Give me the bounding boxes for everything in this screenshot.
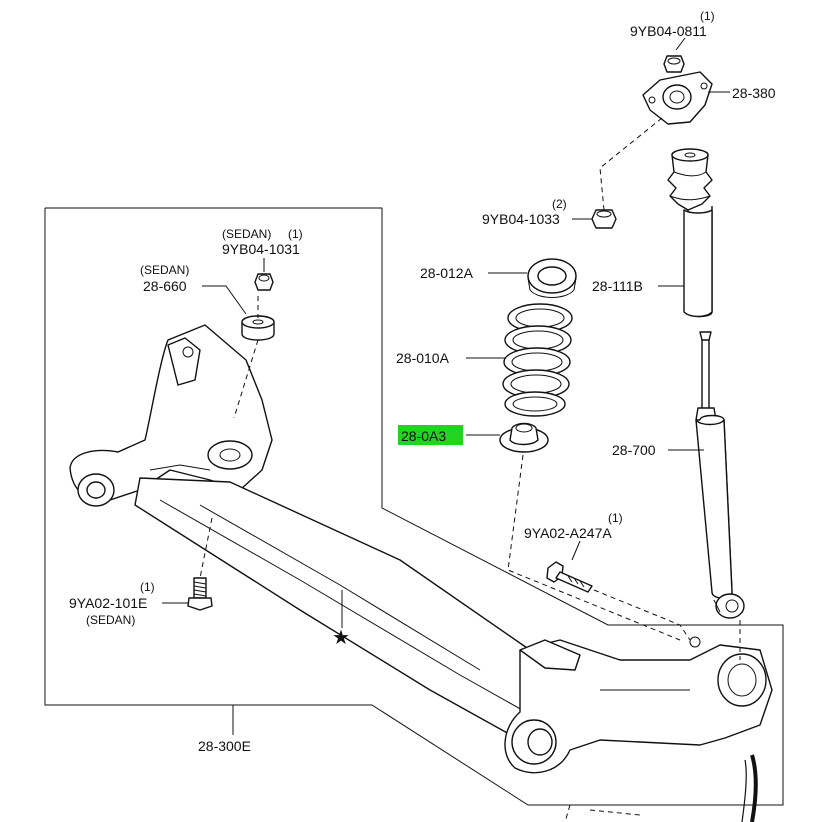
callout-note: (SEDAN) — [222, 227, 271, 241]
coil-spring[interactable] — [502, 303, 573, 417]
callout-qty: (1) — [700, 9, 715, 23]
callout-axle[interactable]: 28-300E — [198, 738, 251, 754]
callout-qty: (1) — [288, 227, 303, 241]
callout-lower-seat[interactable]: 28-0A3 — [401, 428, 446, 444]
callout-qty: (1) — [608, 511, 623, 525]
alignment-line — [233, 339, 259, 419]
alignment-line — [199, 517, 213, 579]
callout-qty: (2) — [552, 197, 567, 211]
lower-nut[interactable] — [591, 209, 617, 229]
callout-dust-boot[interactable]: 28-111B — [592, 278, 643, 294]
callout-sedan-bolt[interactable]: 9YA02-101E — [69, 595, 147, 611]
callout-note: (SEDAN) — [140, 263, 189, 277]
sedan-nut[interactable] — [254, 273, 274, 291]
callout-note: (SEDAN) — [86, 613, 135, 627]
callout-sedan-nut[interactable]: 9YB04-1031 — [222, 241, 300, 257]
sedan-bolt[interactable] — [187, 577, 213, 611]
callout-lower-nut[interactable]: 9YB04-1033 — [482, 211, 560, 227]
callout-bump-stopper[interactable]: 28-660 — [143, 278, 187, 294]
leader-line — [675, 37, 686, 51]
leader-line — [571, 540, 581, 561]
leader-line — [202, 285, 247, 315]
upper-mount[interactable] — [642, 71, 713, 125]
callout-qty: (1) — [140, 580, 155, 594]
callout-upper-seat[interactable]: 28-012A — [420, 265, 474, 281]
axle-assembly-frame — [44, 207, 784, 806]
upper-spring-seat[interactable] — [527, 258, 577, 298]
dust-boot[interactable] — [667, 148, 713, 318]
alignment-line — [599, 117, 663, 211]
alignment-line — [593, 589, 691, 641]
callout-top-mount-nut[interactable]: 9YB04-0811 — [630, 23, 707, 39]
callout-upper-mount[interactable]: 28-380 — [732, 85, 776, 101]
callout-coil-spring[interactable]: 28-010A — [396, 350, 450, 366]
bump-stopper[interactable] — [241, 315, 275, 341]
shock-absorber[interactable] — [695, 331, 745, 619]
top-mount-nut[interactable] — [663, 55, 685, 73]
star-icon: ★ — [332, 627, 350, 649]
lower-spring-seat[interactable] — [499, 422, 549, 453]
selected-part-highlight — [398, 425, 463, 445]
callout-bolt[interactable]: 9YA02-A247A — [524, 525, 612, 541]
alignment-line — [589, 809, 641, 816]
shock-lower-bolt[interactable] — [546, 561, 593, 593]
callout-shock[interactable]: 28-700 — [612, 442, 656, 458]
alignment-line — [564, 804, 571, 822]
rear-axle-beam[interactable] — [69, 324, 773, 822]
alignment-line — [507, 454, 681, 641]
